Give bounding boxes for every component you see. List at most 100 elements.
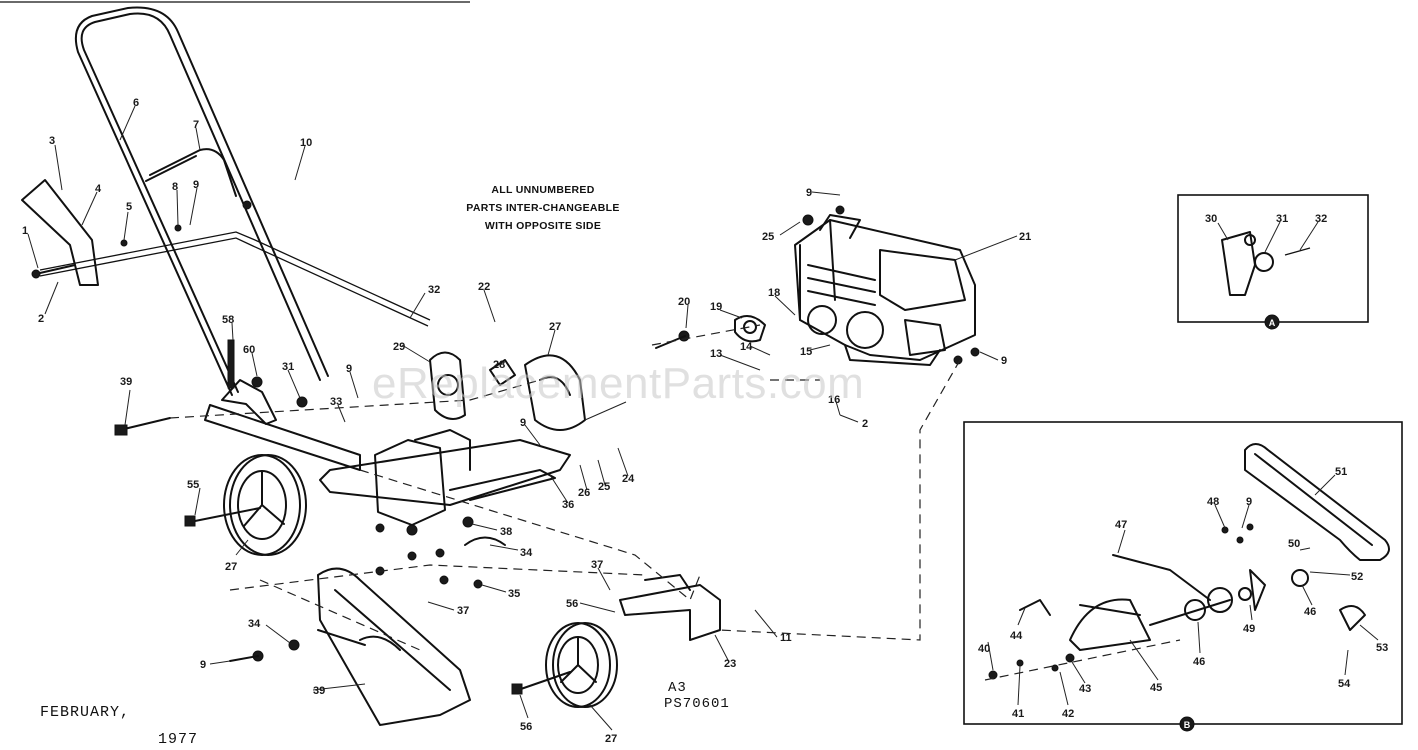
callout-label: 36 [562, 499, 574, 511]
callout-label: 1 [22, 225, 28, 237]
callout-label: 39 [313, 685, 325, 697]
callout-label: 56 [566, 598, 578, 610]
part-callouts: 1 2 3 4 5 6 7 8 9 10 32 22 27 29 28 58 6… [22, 97, 1388, 745]
note-line-3: WITH OPPOSITE SIDE [485, 220, 601, 232]
pulley-assembly [429, 351, 516, 420]
dashed-assembly-line-1 [359, 469, 701, 601]
callout-label: 26 [578, 487, 590, 499]
callout-label: 25 [598, 481, 610, 493]
dashed-assembly-line-3 [259, 579, 421, 651]
drawing-code-line-2: PS70601 [664, 696, 730, 712]
blade-guard [229, 567, 471, 726]
callout-label: 9 [1001, 355, 1007, 367]
callout-label: 46 [1304, 606, 1316, 618]
callout-label: 27 [225, 561, 237, 573]
handle-bracket [221, 339, 277, 425]
callout-label: 55 [187, 479, 199, 491]
callout-label: 25 [762, 231, 774, 243]
callout-label: 24 [622, 473, 635, 485]
callout-label: 44 [1010, 630, 1023, 642]
callout-label: 34 [248, 618, 261, 630]
callout-label: 18 [768, 287, 780, 299]
callout-label: 9 [1246, 496, 1252, 508]
callout-label: 45 [1150, 682, 1162, 694]
drawing-date: FEBRUARY, 1977 [40, 704, 198, 748]
callout-label: 9 [806, 187, 812, 199]
dashed-assembly-line-2 [229, 564, 646, 591]
callout-label: 7 [193, 119, 199, 131]
callout-label: 4 [95, 183, 102, 195]
callout-label: 38 [500, 526, 512, 538]
upper-handle [74, 6, 329, 396]
site-watermark: eReplacementParts.com [372, 359, 864, 408]
callout-label: 27 [605, 733, 617, 745]
callout-label: 8 [172, 181, 178, 193]
callout-label: 31 [1276, 213, 1288, 225]
belt-guard [524, 354, 586, 431]
callout-label: 3 [49, 135, 55, 147]
callout-label: 42 [1062, 708, 1074, 720]
callout-label: 40 [978, 643, 990, 655]
control-rod [39, 231, 431, 327]
callout-label: 48 [1207, 496, 1219, 508]
callout-label: 32 [428, 284, 440, 296]
callout-label: 27 [549, 321, 561, 333]
callout-label: 6 [133, 97, 139, 109]
interchangeable-parts-note: ALL UNNUMBERED PARTS INTER-CHANGEABLE WI… [466, 184, 619, 232]
rear-wheel [184, 454, 307, 556]
drawing-code: A3 PS70601 [664, 680, 730, 712]
callout-label: 56 [520, 721, 532, 733]
shift-lever [21, 179, 99, 286]
callout-label: 35 [508, 588, 520, 600]
callout-label: 41 [1012, 708, 1024, 720]
callout-label: 19 [710, 301, 722, 313]
handle-bolts [31, 200, 308, 436]
dashed-engine-link-line [719, 359, 961, 641]
callout-label: 37 [457, 605, 469, 617]
callout-label: 10 [300, 137, 312, 149]
inset-a-marker: A [1269, 318, 1276, 328]
callout-label: 9 [200, 659, 206, 671]
date-year: 1977 [158, 731, 198, 748]
callout-label: 22 [478, 281, 490, 293]
callout-label: 34 [520, 547, 533, 559]
engine [794, 214, 976, 366]
front-wheel [511, 622, 618, 708]
note-line-2: PARTS INTER-CHANGEABLE [466, 202, 619, 214]
callout-label: 53 [1376, 642, 1388, 654]
drawing-code-line-1: A3 [668, 680, 687, 696]
inset-a [1177, 194, 1369, 330]
callout-label: 5 [126, 201, 132, 213]
callout-label: 51 [1335, 466, 1347, 478]
callout-label: 9 [346, 363, 352, 375]
callout-label: 37 [591, 559, 603, 571]
callout-label: 14 [740, 341, 753, 353]
note-line-1: ALL UNNUMBERED [491, 184, 594, 196]
callout-label: 28 [493, 359, 505, 371]
callout-label: 31 [282, 361, 294, 373]
callout-label: 2 [862, 418, 868, 430]
callout-label: 60 [243, 344, 255, 356]
dashed-pulley-line [651, 324, 761, 346]
callout-label: 30 [1205, 213, 1217, 225]
callout-label: 39 [120, 376, 132, 388]
callout-label: 15 [800, 346, 812, 358]
date-month: FEBRUARY, [40, 704, 130, 721]
callout-label: 2 [38, 313, 44, 325]
frame-hardware [375, 516, 506, 589]
inset-b-marker: B [1184, 720, 1191, 730]
front-axle-bracket [619, 574, 721, 641]
callout-label: 23 [724, 658, 736, 670]
callout-label: 9 [520, 417, 526, 429]
callout-label: 13 [710, 348, 722, 360]
callout-label: 54 [1338, 678, 1351, 690]
callout-label: 49 [1243, 623, 1255, 635]
callout-label: 9 [193, 179, 199, 191]
callout-label: 21 [1019, 231, 1031, 243]
callout-label: 33 [330, 396, 342, 408]
dashed-assembly-line-4 [169, 379, 541, 419]
callout-label: 50 [1288, 538, 1300, 550]
callout-label: 46 [1193, 656, 1205, 668]
